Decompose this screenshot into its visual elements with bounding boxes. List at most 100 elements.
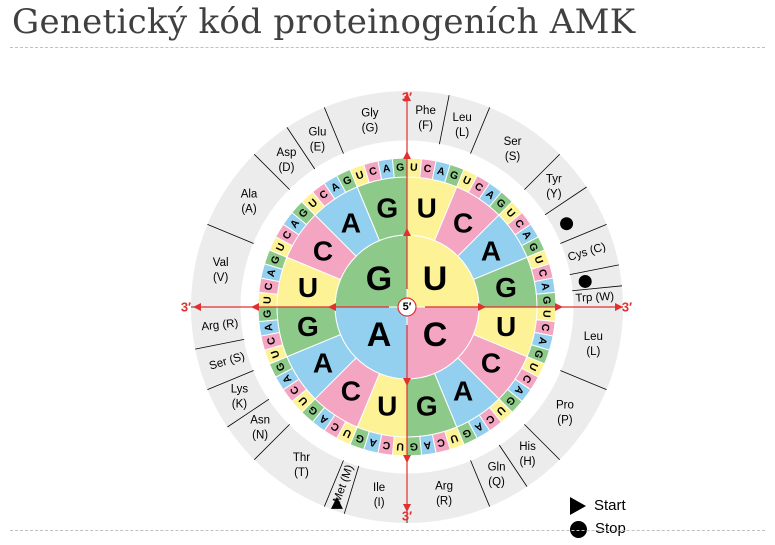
stop-codon-icon <box>560 217 574 231</box>
axis-arrowhead <box>478 303 486 311</box>
aa-label-22-code: (D) <box>278 162 294 174</box>
third-base-letter: G <box>269 254 283 266</box>
wedge-divider <box>572 285 622 292</box>
legend-stop-label: Stop <box>595 520 626 537</box>
second-base-letter: U <box>496 311 516 342</box>
end-label-top: 3′ <box>402 90 412 105</box>
third-base-letter: A <box>265 268 279 279</box>
aa-label-23-code: (E) <box>310 141 326 153</box>
aa-label-2-name: Ser <box>504 136 522 148</box>
third-base-letter: A <box>262 322 275 332</box>
third-base-letter: C <box>265 335 279 346</box>
third-base-letter: U <box>540 310 552 318</box>
wedge-divider <box>470 107 491 154</box>
aa-label-3-code: (Y) <box>546 188 562 200</box>
first-base-letter: G <box>366 260 392 298</box>
wedge-divider <box>195 338 245 350</box>
second-base-letter: C <box>313 235 333 266</box>
aa-label-13-code: (I) <box>374 497 385 509</box>
axis-arrowhead <box>403 455 411 463</box>
aa-label-21-code: (A) <box>241 203 257 215</box>
wedge-divider <box>560 370 607 391</box>
third-base-letter: A <box>422 438 432 451</box>
aa-label-11-name: Gln <box>488 462 506 474</box>
aa-label-20-code: (V) <box>213 272 229 284</box>
third-base-letter: G <box>540 296 552 305</box>
aa-label-21-name: Ala <box>241 188 258 200</box>
second-base-letter: A <box>341 208 361 239</box>
third-base-letter: C <box>538 323 551 333</box>
third-base-letter: U <box>531 254 545 265</box>
center-label: 5′ <box>403 301 412 313</box>
aa-label-8-name: Leu <box>584 331 603 343</box>
aa-label-16-name: Asn <box>250 415 270 427</box>
aa-label-1-name: Leu <box>453 112 472 124</box>
axis-arrowhead <box>403 378 411 386</box>
footer-divider <box>10 530 765 531</box>
aa-label-0-code: (F) <box>418 120 433 132</box>
second-base-letter: A <box>481 235 501 266</box>
third-base-letter: U <box>448 431 459 445</box>
second-base-letter: C <box>453 208 473 239</box>
third-base-letter: U <box>261 296 273 304</box>
axis-arrowhead <box>193 303 201 311</box>
aa-label-3-name: Tyr <box>546 173 562 185</box>
third-base-letter: G <box>354 431 366 445</box>
second-base-letter: U <box>417 192 437 223</box>
third-base-letter: U <box>526 361 540 373</box>
aa-label-17-name: Lys <box>231 384 249 396</box>
aa-label-9-name: Pro <box>556 400 574 412</box>
wedge-divider <box>286 127 316 170</box>
aa-label-11-code: (Q) <box>488 477 505 489</box>
second-base-letter: U <box>377 391 397 422</box>
aa-label-23-name: Glu <box>308 126 326 138</box>
page-title: Genetický kód proteinogeních AMK <box>12 2 636 42</box>
axis-arrowhead <box>403 151 411 159</box>
aa-label-7: Trp (W) <box>575 291 614 305</box>
aa-label-20-name: Val <box>213 257 229 269</box>
third-base-letter: C <box>423 163 433 176</box>
wedge-divider <box>524 424 561 461</box>
second-base-letter: G <box>416 391 438 422</box>
stop-codon-icon <box>578 274 592 288</box>
third-base-letter: G <box>531 348 545 360</box>
second-base-letter: G <box>495 272 517 303</box>
third-base-letter: C <box>381 438 391 451</box>
wedge-divider <box>524 153 561 190</box>
legend-start: Start <box>570 497 626 516</box>
start-codon-icon <box>330 496 343 509</box>
third-base-letter: C <box>263 281 276 291</box>
stop-dot-icon <box>570 520 587 538</box>
end-label-right: 3′ <box>622 300 632 315</box>
axis-arrowhead <box>615 303 623 311</box>
wedge-divider <box>253 424 290 461</box>
aa-label-15-name: Thr <box>293 452 310 464</box>
third-base-letter: A <box>368 435 379 449</box>
third-base-letter: C <box>435 436 446 450</box>
axis-arrowhead <box>403 504 411 512</box>
second-base-letter: C <box>341 375 361 406</box>
third-base-letter: U <box>396 440 404 452</box>
first-base-letter: U <box>423 260 448 298</box>
wedge-divider <box>207 223 254 244</box>
aa-label-19: Arg (R) <box>201 318 239 334</box>
third-base-letter: G <box>409 440 418 452</box>
aa-label-10-code: (H) <box>520 456 536 468</box>
third-base-letter: G <box>448 169 460 183</box>
third-base-letter: U <box>274 241 288 253</box>
second-base-letter: C <box>481 348 501 379</box>
wedge-divider <box>253 153 290 190</box>
third-base-letter: A <box>436 165 447 179</box>
third-base-letter: U <box>341 426 353 440</box>
start-triangle-icon <box>570 497 586 516</box>
wedge-divider <box>569 264 619 276</box>
aa-label-10-name: His <box>519 441 536 453</box>
wedge-divider <box>560 223 607 244</box>
legend-start-label: Start <box>594 497 626 514</box>
wedge-divider <box>470 460 491 507</box>
wedge-divider <box>343 465 360 514</box>
third-base-letter: U <box>410 161 418 173</box>
legend-stop: Stop <box>570 520 626 538</box>
second-base-letter: U <box>298 272 318 303</box>
